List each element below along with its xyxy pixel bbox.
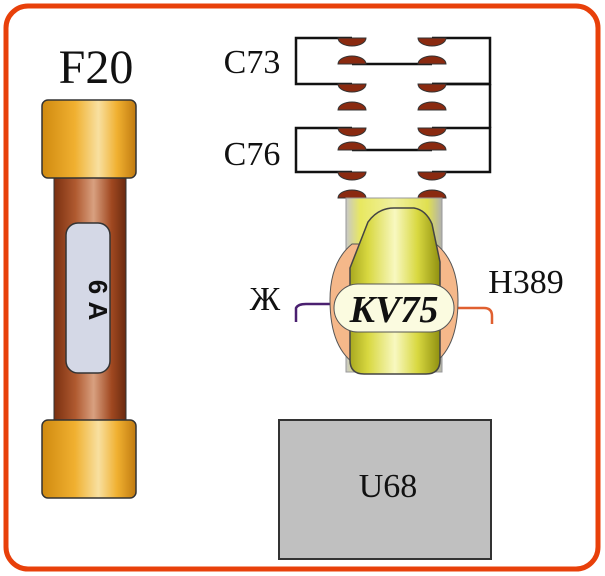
fuse-bottom-cap <box>41 419 137 499</box>
relay-right-wire <box>452 306 494 324</box>
relay-label-plate <box>333 283 455 333</box>
contact-pad <box>417 141 447 151</box>
fuse-rating-label: 6 А <box>83 280 113 321</box>
contact-pad <box>417 55 447 65</box>
contact-pad <box>417 83 447 93</box>
contact-pad <box>417 189 447 199</box>
contact-pad <box>417 127 447 137</box>
relay-right-wire-label: Н389 <box>488 264 564 301</box>
contact-label-top: С73 <box>224 44 281 81</box>
contact-label-bottom: С76 <box>224 136 281 173</box>
fuse-top-cap <box>41 99 137 179</box>
contact-pad <box>337 83 367 93</box>
fuse-label: F20 <box>59 41 134 94</box>
contact-pad <box>417 101 447 111</box>
contact-pads <box>337 37 447 199</box>
contact-pad <box>337 37 367 47</box>
contact-pad <box>337 127 367 137</box>
contact-pad <box>417 171 447 181</box>
fuse: F20 6 А <box>41 41 137 499</box>
relay-left-wire <box>294 302 340 322</box>
contact-pad <box>337 141 367 151</box>
unit-box <box>278 419 492 560</box>
unit-label: U68 <box>359 468 418 505</box>
contact-pad <box>337 189 367 199</box>
contact-pad <box>337 171 367 181</box>
unit-block: U68 <box>278 419 492 560</box>
contact-pad <box>417 37 447 47</box>
contact-pad <box>337 101 367 111</box>
fuse-rating-window <box>65 222 111 374</box>
contact-pad <box>337 55 367 65</box>
relay-left-wire-label: Ж <box>250 281 281 318</box>
relay-label: KV75 <box>349 289 439 331</box>
relay: KV75 <box>294 197 494 375</box>
